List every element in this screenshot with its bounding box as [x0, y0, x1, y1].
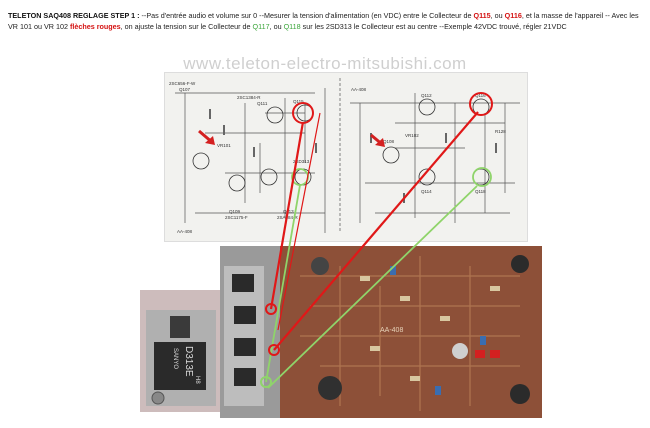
q118-label: Q118 — [283, 22, 301, 31]
schem-label: 2SA684-R — [277, 215, 299, 220]
transistor-maker: SANYO — [172, 348, 178, 369]
q115-label: Q115 — [473, 11, 491, 20]
instruction-part: sur les 2SD313 le Collecteur est au cent… — [300, 22, 567, 31]
q116-label: Q116 — [504, 11, 522, 20]
instruction-part: --Pas d'entrée audio et volume sur 0 --M… — [139, 11, 474, 20]
instruction-part: , ou — [269, 22, 284, 31]
closeup-drawing: D313E SANYO H8 — [140, 290, 220, 412]
instruction-part: , et la masse de l'appareil -- Avec les … — [8, 11, 639, 31]
schem-label: R128 — [495, 129, 506, 134]
transistor-mark: H8 — [194, 376, 200, 384]
schem-label: Q113 — [283, 209, 294, 214]
schem-label: VR101 — [217, 143, 231, 148]
red-arrows-label: flèches rouges — [69, 22, 121, 31]
schem-label: Q109 — [229, 209, 241, 214]
circuit-board-photo: AA-408 — [220, 246, 542, 418]
schem-label: Q111 — [257, 101, 268, 106]
schem-label: 2SC1175-F — [225, 215, 248, 220]
instruction-part: , on ajuste la tension sur le Collecteur… — [120, 22, 253, 31]
board-drawing: AA-408 — [220, 246, 542, 418]
instruction-title: TELETON SAQ408 REGLAGE STEP 1 : — [8, 11, 140, 20]
website-watermark: www.teleton-electro-mitsubishi.com — [183, 54, 467, 73]
schem-label: AA-408 — [177, 229, 193, 234]
schem-label: Q107 — [179, 87, 191, 92]
schematic-drawing: 2SC656-F-W Q107 2SC1384-R Q111 Q115 Q109… — [169, 78, 520, 234]
schem-label: 2SD313 — [293, 159, 310, 164]
q117-label: Q117 — [252, 22, 270, 31]
board-silkscreen: AA-408 — [380, 327, 403, 334]
schem-label: Q115 — [293, 99, 304, 104]
transistor-closeup-photo: D313E SANYO H8 — [140, 290, 220, 412]
schem-label: VR102 — [405, 133, 419, 138]
transistor-part-number: D313E — [183, 346, 194, 377]
schem-label: Q114 — [421, 189, 432, 194]
schem-label: Q108 — [383, 139, 395, 144]
schem-label: Q116 — [475, 93, 486, 98]
schem-label: AA-408 — [351, 87, 367, 92]
schem-label: 2SC656-F-W — [169, 81, 196, 86]
schem-label: Q112 — [421, 93, 432, 98]
schem-label: Q118 — [475, 189, 486, 194]
instruction-part: , ou — [490, 11, 505, 20]
instruction-text: TELETON SAQ408 REGLAGE STEP 1 : --Pas d'… — [8, 10, 644, 32]
vr102-arrow-icon — [370, 133, 385, 147]
schem-label: 2SC1384-R — [237, 95, 261, 100]
vr101-arrow-icon — [198, 129, 215, 145]
amplifier-schematic: 2SC656-F-W Q107 2SC1384-R Q111 Q115 Q109… — [164, 72, 528, 242]
